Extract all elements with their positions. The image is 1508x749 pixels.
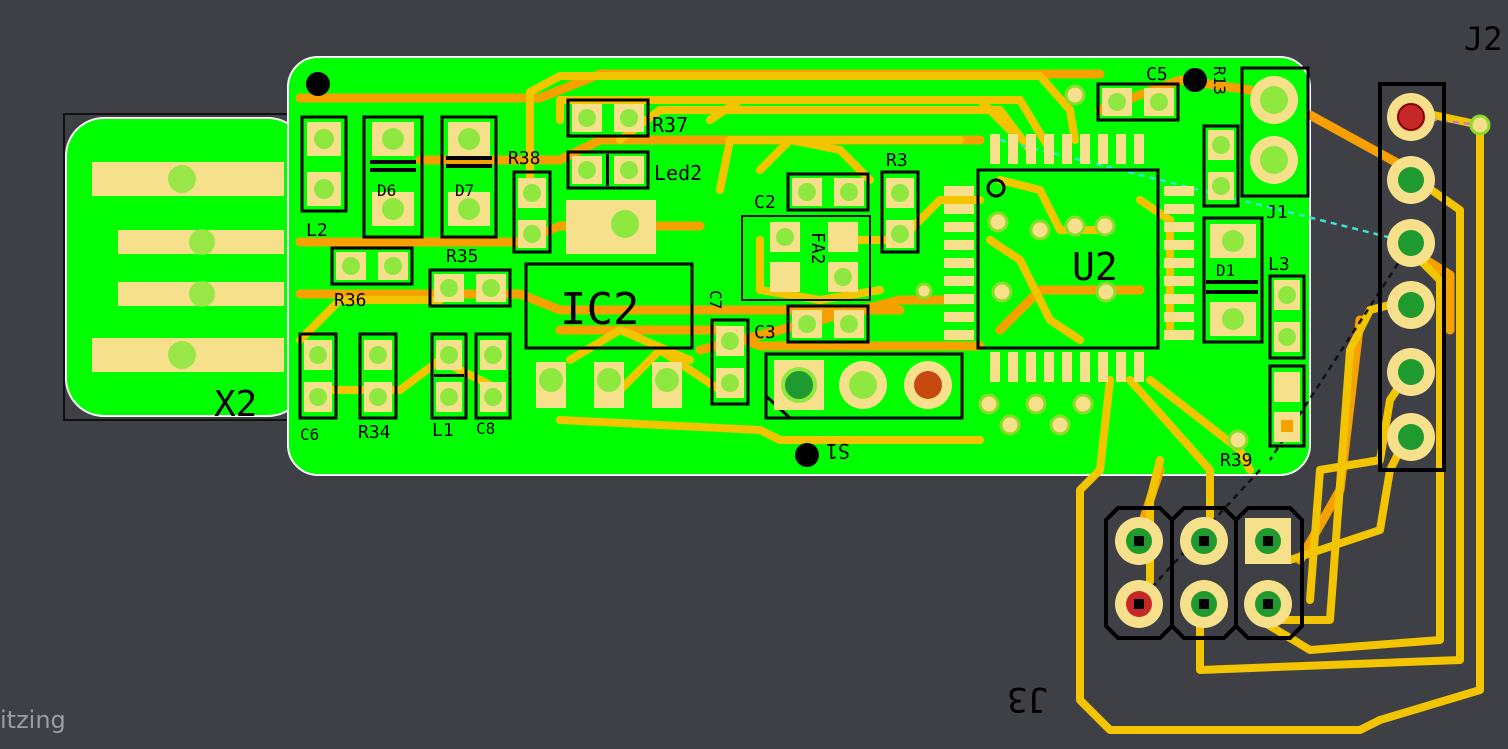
component-l1	[430, 332, 468, 420]
app-watermark: itzing	[0, 706, 66, 734]
label-c3: C3	[754, 322, 776, 343]
label-d1: D1	[1216, 261, 1235, 280]
label-c5: C5	[1146, 64, 1168, 85]
usb-connector-x2[interactable]	[63, 113, 307, 421]
component-c7	[710, 318, 750, 406]
component-r35	[428, 268, 512, 308]
label-c6: C6	[300, 425, 319, 444]
component-c8	[474, 332, 512, 420]
label-d6: D6	[377, 181, 396, 200]
label-ic2: IC2	[560, 284, 639, 335]
label-c2: C2	[754, 192, 776, 213]
label-c7: C7	[706, 290, 725, 309]
switch-s1[interactable]	[764, 352, 964, 420]
label-r36: R36	[334, 290, 367, 311]
header-j2[interactable]	[1378, 82, 1446, 472]
label-s1: S1	[826, 439, 850, 463]
smd-components[interactable]	[298, 82, 1306, 448]
component-r38	[512, 170, 552, 254]
component-c6	[298, 332, 338, 420]
component-fa2	[741, 215, 871, 301]
component-c2	[786, 172, 870, 212]
mounting-holes	[306, 68, 1207, 467]
component-d7	[440, 115, 498, 239]
component-ic2	[524, 262, 694, 408]
u2-right-pins	[1164, 186, 1194, 340]
chip-u2[interactable]	[944, 134, 1194, 382]
label-r34: R34	[358, 422, 391, 443]
header-j3[interactable]	[1104, 506, 1304, 640]
label-l1: L1	[432, 420, 454, 441]
component-c5	[1096, 82, 1180, 122]
component-d6	[362, 115, 424, 239]
label-led2: Led2	[654, 161, 702, 185]
label-d7: D7	[455, 181, 474, 200]
u2-bottom-pins	[990, 352, 1144, 382]
component-c3	[786, 304, 870, 344]
component-r39	[1268, 364, 1306, 448]
component-d1	[1202, 216, 1264, 344]
component-r3	[880, 170, 920, 254]
label-fa2: FA2	[807, 232, 828, 265]
label-l2: L2	[306, 220, 328, 241]
label-u2: U2	[1072, 245, 1118, 289]
vias	[915, 84, 1491, 451]
label-r3: R3	[886, 150, 908, 171]
component-led2	[566, 150, 656, 254]
label-x2: X2	[214, 384, 257, 425]
component-r36	[330, 246, 414, 286]
label-r35: R35	[446, 246, 479, 267]
component-r34	[358, 332, 398, 420]
label-r37: R37	[652, 113, 688, 137]
component-l2	[300, 115, 348, 213]
label-c8: C8	[476, 419, 495, 438]
label-j1: J1	[1266, 202, 1288, 223]
label-l3: L3	[1268, 254, 1290, 275]
label-r13: R13	[1210, 66, 1229, 95]
label-r39: R39	[1220, 450, 1253, 471]
u2-left-pins	[944, 186, 974, 340]
component-l3	[1268, 274, 1306, 360]
label-j3: J3	[1007, 679, 1048, 719]
connector-j1[interactable]	[1240, 66, 1310, 198]
u2-top-pins	[990, 134, 1144, 164]
component-r13	[1202, 124, 1240, 208]
label-r38: R38	[508, 148, 541, 169]
component-r37	[566, 98, 650, 138]
silkscreen-labels: X2 L2 D6 D7 R38 R37 Led2 R35 R36 IC2 C2 …	[214, 20, 1503, 719]
label-j2: J2	[1464, 20, 1503, 58]
